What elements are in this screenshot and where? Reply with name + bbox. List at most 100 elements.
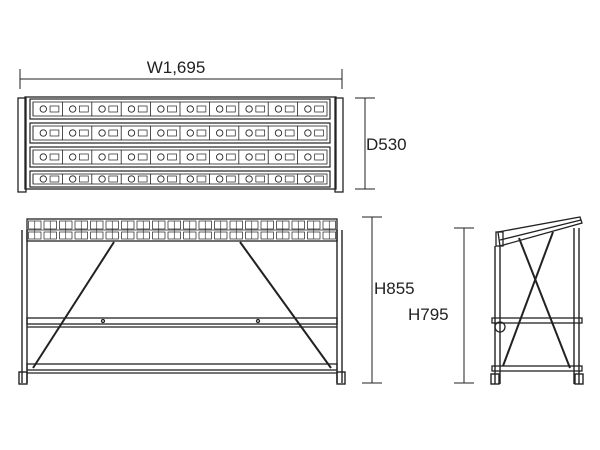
rack-slot-box	[49, 129, 60, 137]
side-view-shelf	[491, 317, 583, 372]
top-view: W1,695 D530	[17, 58, 407, 193]
rack-slot-box	[49, 153, 60, 161]
rack-slot-box	[167, 129, 177, 137]
rack-slot-box	[226, 153, 236, 161]
top-view-posts	[17, 97, 344, 193]
side-view-tray	[495, 216, 583, 247]
rack-slot-box	[167, 153, 177, 161]
height-max-dimension-line	[362, 216, 382, 384]
rack-slot-ring	[186, 129, 194, 137]
rack-slot-ring	[186, 105, 194, 113]
rack-slot-ring	[127, 153, 136, 161]
rack-slot-ring	[39, 129, 47, 137]
rack-slot-ring	[245, 129, 253, 137]
rack-slot-ring	[39, 175, 47, 183]
front-view-base	[26, 363, 338, 374]
height-min-label: H795	[408, 305, 449, 324]
rack-slot-ring	[216, 129, 224, 137]
rack-row	[29, 146, 331, 168]
rack-slot-ring	[127, 105, 136, 113]
rack-slot-box	[196, 153, 207, 161]
rack-slot-ring	[245, 175, 253, 183]
depth-label: D530	[366, 135, 407, 154]
rack-slot-ring	[304, 105, 312, 113]
rack-slot-box	[108, 105, 119, 113]
rack-slot-ring	[69, 129, 77, 137]
rack-slot-box	[314, 175, 324, 183]
rack-row	[29, 170, 331, 188]
front-view: H855	[18, 216, 415, 385]
rack-slot-ring	[304, 153, 312, 161]
rack-slot-box	[226, 129, 236, 137]
rack-slot-box	[196, 175, 207, 183]
rack-slot-box	[255, 105, 266, 113]
rack-slot-ring	[304, 129, 312, 137]
side-view: H795	[408, 216, 584, 385]
rack-slot-box	[314, 129, 324, 137]
rack-slot-ring	[157, 175, 165, 183]
front-view-braces	[32, 241, 332, 369]
width-dimension-line	[19, 69, 343, 89]
front-view-rack	[26, 218, 338, 242]
rack-slot-box	[226, 175, 236, 183]
rack-slot-ring	[304, 175, 312, 183]
rack-slot-ring	[127, 129, 136, 137]
rack-slot-ring	[186, 153, 194, 161]
rack-slot-ring	[98, 175, 106, 183]
rack-slot-ring	[216, 175, 224, 183]
rack-slot-box	[137, 153, 148, 161]
rack-row	[29, 98, 331, 120]
rack-row	[29, 122, 331, 144]
rack-slot-box	[108, 153, 119, 161]
rack-slot-box	[167, 175, 177, 183]
rack-slot-box	[284, 129, 295, 137]
rack-slot-ring	[157, 105, 165, 113]
rack-slot-ring	[39, 105, 47, 113]
rack-slot-box	[79, 153, 89, 161]
rack-slot-box	[137, 175, 148, 183]
rack-slot-box	[284, 153, 295, 161]
rack-slot-ring	[69, 105, 77, 113]
rack-slot-ring	[274, 175, 283, 183]
rack-slot-ring	[274, 153, 283, 161]
front-view-shelf	[26, 317, 338, 328]
rack-slot-ring	[39, 153, 47, 161]
width-label: W1,695	[147, 58, 206, 77]
rack-slot-box	[108, 175, 119, 183]
top-view-frame	[24, 96, 337, 190]
rack-slot-ring	[245, 153, 253, 161]
rack-slot-ring	[157, 153, 165, 161]
rack-slot-box	[79, 175, 89, 183]
rack-slot-box	[314, 153, 324, 161]
rack-slot-ring	[274, 129, 283, 137]
rack-slot-box	[137, 105, 148, 113]
rack-slot-box	[284, 105, 295, 113]
side-view-legs	[490, 228, 584, 385]
top-view-rack-rows	[29, 98, 331, 188]
rack-slot-box	[196, 129, 207, 137]
rack-slot-box	[49, 175, 60, 183]
rack-slot-box	[79, 129, 89, 137]
rack-slot-ring	[157, 129, 165, 137]
rack-slot-ring	[98, 129, 106, 137]
rack-slot-ring	[69, 175, 77, 183]
rack-slot-ring	[69, 153, 77, 161]
rack-slot-box	[79, 105, 89, 113]
rack-slot-ring	[98, 153, 106, 161]
rack-slot-box	[108, 129, 119, 137]
height-min-dimension-line	[454, 227, 474, 384]
rack-slot-box	[226, 105, 236, 113]
rack-slot-ring	[216, 153, 224, 161]
rack-slot-box	[314, 105, 324, 113]
rack-slot-box	[255, 129, 266, 137]
rack-slot-ring	[127, 175, 136, 183]
rack-slot-ring	[245, 105, 253, 113]
rack-slot-box	[284, 175, 295, 183]
side-view-braces	[502, 231, 571, 369]
rack-slot-box	[196, 105, 207, 113]
rack-slot-box	[49, 105, 60, 113]
rack-slot-ring	[186, 175, 194, 183]
rack-slot-box	[255, 175, 266, 183]
rack-slot-box	[137, 129, 148, 137]
